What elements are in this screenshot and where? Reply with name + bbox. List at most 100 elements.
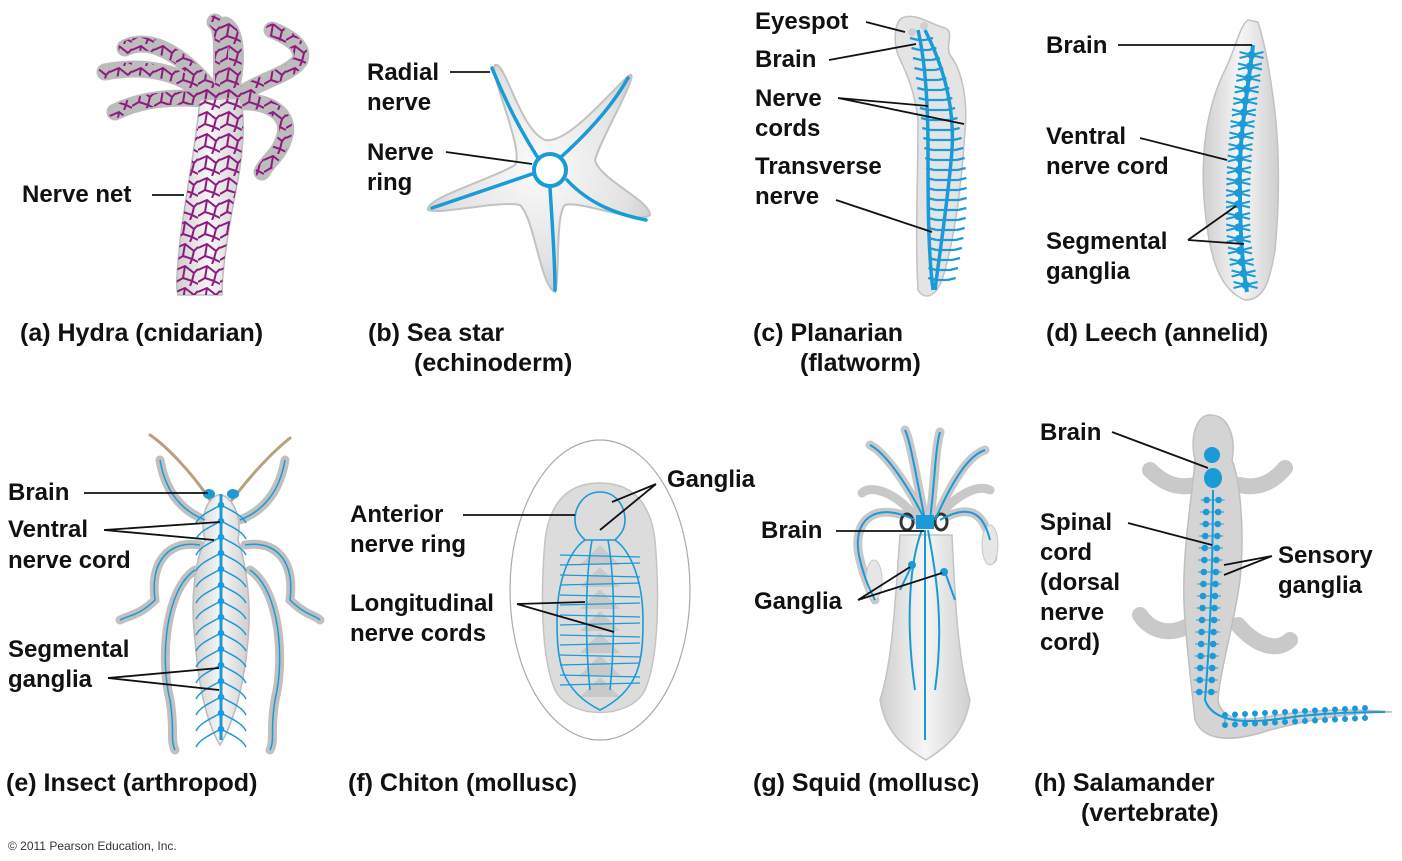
ganglion-branch [1226,235,1251,243]
caption-leech: (d) Leech (annelid) [1046,319,1269,347]
lateral-branch [958,196,967,202]
lateral-branch [927,206,937,212]
label-brain: Brain [755,46,817,73]
lateral-branch [947,276,956,282]
lateral-branch [958,206,967,212]
lateral-branch [953,136,962,142]
label-ganglia: Ganglia [754,588,843,615]
leader-line [835,199,933,233]
leader-line [857,566,943,601]
ganglion-branch [1226,166,1252,174]
label-segmental-ganglia-1: Segmental [8,636,130,663]
label-transverse-nerve-1: Transverse [755,153,882,180]
ganglion [217,725,225,733]
lateral-branch [949,116,958,122]
label-radial-nerve-1: Radial [367,59,440,86]
lateral-branch [956,226,965,232]
lateral-branch [919,106,929,112]
label-transverse-nerve-2: nerve [755,183,820,210]
label-segmental-ganglia-2: ganglia [8,666,93,693]
lateral-branch [958,186,967,192]
label-ventral-nerve-cord-2: nerve cord [8,547,131,574]
sensory-ganglia [1193,496,1368,728]
lateral-branch [938,76,947,82]
label-spinal-cord-1: Spinal [1040,509,1113,536]
label-eyespot: Eyespot [755,8,849,35]
label-radial-nerve-2: nerve [367,89,432,116]
lateral-branch [917,86,926,92]
label-segmental-ganglia-2: ganglia [1046,258,1131,285]
caption-insect: (e) Insect (arthropod) [6,769,258,797]
ganglion [217,501,225,509]
ganglion [217,613,225,621]
label-nerve-cords-2: cords [755,115,821,142]
ganglion-branch [1229,258,1254,266]
transverse-nerve [559,554,641,558]
nerve-branch [220,728,247,748]
lateral-branch [957,216,966,222]
lateral-branch [920,116,930,122]
squid-illustration [853,425,999,761]
leader-line [599,483,657,531]
ganglion-branch [1236,74,1261,82]
lateral-branch [951,126,960,132]
leader-line [837,97,965,125]
leader-line [1111,431,1209,469]
label-brain: Brain [1040,419,1102,446]
leech-illustration [1202,19,1280,301]
lateral-branch [912,56,922,62]
leader-line [445,151,533,165]
transverse-nerve [559,582,641,586]
ganglion [217,645,225,653]
label-ventral-nerve-cord-1: Ventral [8,516,89,543]
caption-sea-star-2: (echinoderm) [414,349,573,377]
ganglion-branch [1233,281,1258,289]
leader-line [103,521,221,541]
ganglion-branch [1234,85,1259,94]
transverse-nerve [559,574,641,578]
caption-chiton: (f) Chiton (mollusc) [348,769,578,797]
ganglion-branch [1231,108,1257,117]
transverse-nerve [559,662,641,666]
label-longitudinal-nerve-cords-2: nerve cords [350,620,487,647]
lateral-branch [909,36,919,42]
lateral-branch [926,176,936,182]
lateral-branch [941,86,950,92]
label-spinal-cord-5: cord) [1040,629,1100,656]
label-brain: Brain [761,517,823,544]
label-ventral-nerve-cord-1: Ventral [1046,123,1127,150]
transverse-nerve [559,634,641,638]
label-nerve-cords-1: Nerve [755,85,822,112]
transverse-nerve [559,614,641,618]
ganglion-branch [1229,131,1254,140]
ganglion-branch [1227,154,1252,163]
lateral-branch [928,226,937,232]
label-nerve-net: Nerve net [22,181,132,208]
leader-line [1223,555,1273,576]
lateral-branch [934,66,944,72]
lateral-branch [928,246,937,252]
label-sensory-ganglia-2: ganglia [1278,572,1363,599]
insect-nerve-branches [195,501,247,748]
lateral-branch [911,46,920,52]
ganglion [217,693,225,701]
salamander-illustration [1132,414,1393,739]
lateral-branch [915,76,925,82]
label-segmental-ganglia-1: Segmental [1046,228,1168,255]
transverse-nerve [559,622,641,626]
lateral-branch [914,66,923,72]
lateral-branch [957,166,966,172]
transverse-nerve [559,674,641,678]
lateral-branch [949,266,959,272]
lateral-branch [923,136,932,142]
transverse-nerve [559,654,641,658]
ganglion-branch [1225,200,1251,209]
shell-plate [580,655,620,675]
ganglion-branch [1239,51,1264,59]
lateral-branch [953,246,963,252]
leader-line [1187,205,1245,245]
transverse-nerves [909,36,967,282]
ganglion-branch [1225,189,1251,197]
transverse-nerve [559,682,641,686]
